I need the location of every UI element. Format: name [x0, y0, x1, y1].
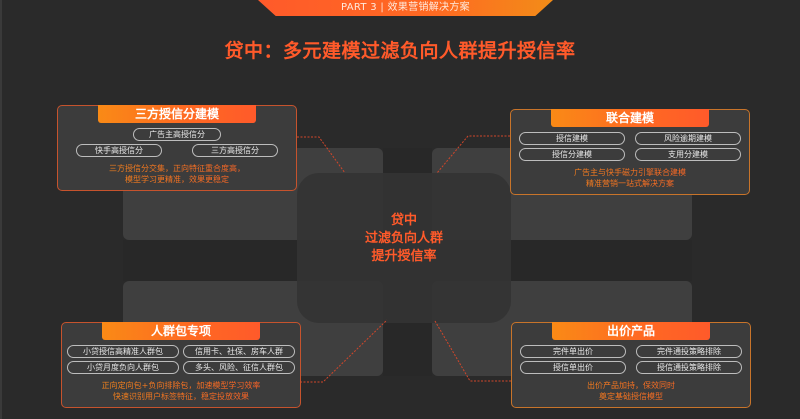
pill-group: 广告主高授信分 快手高授信分 三方高授信分	[58, 128, 296, 160]
page-title: 贷中：多元建模过滤负向人群提升授信率	[224, 40, 576, 62]
card-header: 人群包专项	[102, 322, 260, 340]
card-bidding-products: 出价产品 完件单出价 完件通投策略排除 授信单出价 授信通投策略排除 出价产品加…	[511, 322, 751, 408]
desc-line: 奠定基础授信模型	[599, 392, 663, 401]
card-header: 出价产品	[552, 322, 710, 340]
center-line-3: 提升授信率	[371, 249, 437, 264]
pill-tag: 授信通投策略排除	[636, 361, 742, 374]
pill-tag: 授信单出价	[520, 361, 626, 374]
pill-tag: 完件通投策略排除	[636, 345, 742, 358]
card-audience-package: 人群包专项 小贷授信高精准人群包 信用卡、社保、房车人群 小贷月度负向人群包 多…	[61, 322, 301, 408]
pill-tag: 授信分建模	[519, 148, 625, 161]
left-edge-strip	[0, 0, 2, 419]
card-description: 广告主与快手磁力引擎联合建模 精准营销一站式解决方案	[511, 167, 749, 189]
desc-line: 出价产品加持，保效同时	[587, 381, 675, 390]
card-third-party-credit-score: 三方授信分建模 广告主高授信分 快手高授信分 三方高授信分 三方授信分交集，正向…	[57, 105, 297, 191]
pill-tag: 小贷月度负向人群包	[67, 361, 179, 374]
desc-line: 精准营销一站式解决方案	[586, 179, 674, 188]
pill-tag: 三方高授信分	[192, 144, 278, 157]
card-header: 联合建模	[551, 109, 709, 127]
pill-tag: 广告主高授信分	[133, 128, 221, 141]
pill-tag: 完件单出价	[520, 345, 626, 358]
center-line-2: 过滤负向人群	[364, 231, 443, 246]
pill-group: 授信建模 风险逾期建模 授信分建模 支用分建模	[511, 132, 749, 164]
center-label: 贷中 过滤负向人群 提升授信率	[297, 212, 511, 266]
desc-line: 快速识别用户标签特征，稳定投放效果	[113, 392, 249, 401]
desc-line: 广告主与快手磁力引擎联合建模	[574, 168, 686, 177]
card-description: 三方授信分交集，正向特征重合度高， 模型学习更精准，效果更稳定	[58, 163, 296, 185]
pill-group: 完件单出价 完件通投策略排除 授信单出价 授信通投策略排除	[512, 345, 750, 377]
card-description: 出价产品加持，保效同时 奠定基础授信模型	[512, 380, 750, 402]
pill-tag: 小贷授信高精准人群包	[67, 345, 179, 358]
desc-line: 三方授信分交集，正向特征重合度高，	[109, 164, 245, 173]
card-description: 正向定向包+负向排除包，加速模型学习效率 快速识别用户标签特征，稳定投放效果	[62, 380, 300, 402]
center-line-1: 贷中	[390, 213, 417, 228]
desc-line: 模型学习更精准，效果更稳定	[125, 175, 229, 184]
pill-tag: 快手高授信分	[76, 144, 162, 157]
card-header: 三方授信分建模	[98, 105, 256, 123]
center-square	[297, 173, 511, 323]
desc-line: 正向定向包+负向排除包，加速模型学习效率	[101, 381, 261, 390]
card-joint-modeling: 联合建模 授信建模 风险逾期建模 授信分建模 支用分建模 广告主与快手磁力引擎联…	[510, 109, 750, 195]
pill-tag: 支用分建模	[635, 148, 741, 161]
pill-tag: 风险逾期建模	[635, 132, 741, 145]
pill-tag: 信用卡、社保、房车人群	[183, 345, 295, 358]
pill-group: 小贷授信高精准人群包 信用卡、社保、房车人群 小贷月度负向人群包 多头、风险、征…	[62, 345, 300, 377]
pill-tag: 多头、风险、征信人群包	[183, 361, 295, 374]
section-banner: PART 3 | 效果营销解决方案	[258, 0, 553, 16]
pill-tag: 授信建模	[519, 132, 625, 145]
